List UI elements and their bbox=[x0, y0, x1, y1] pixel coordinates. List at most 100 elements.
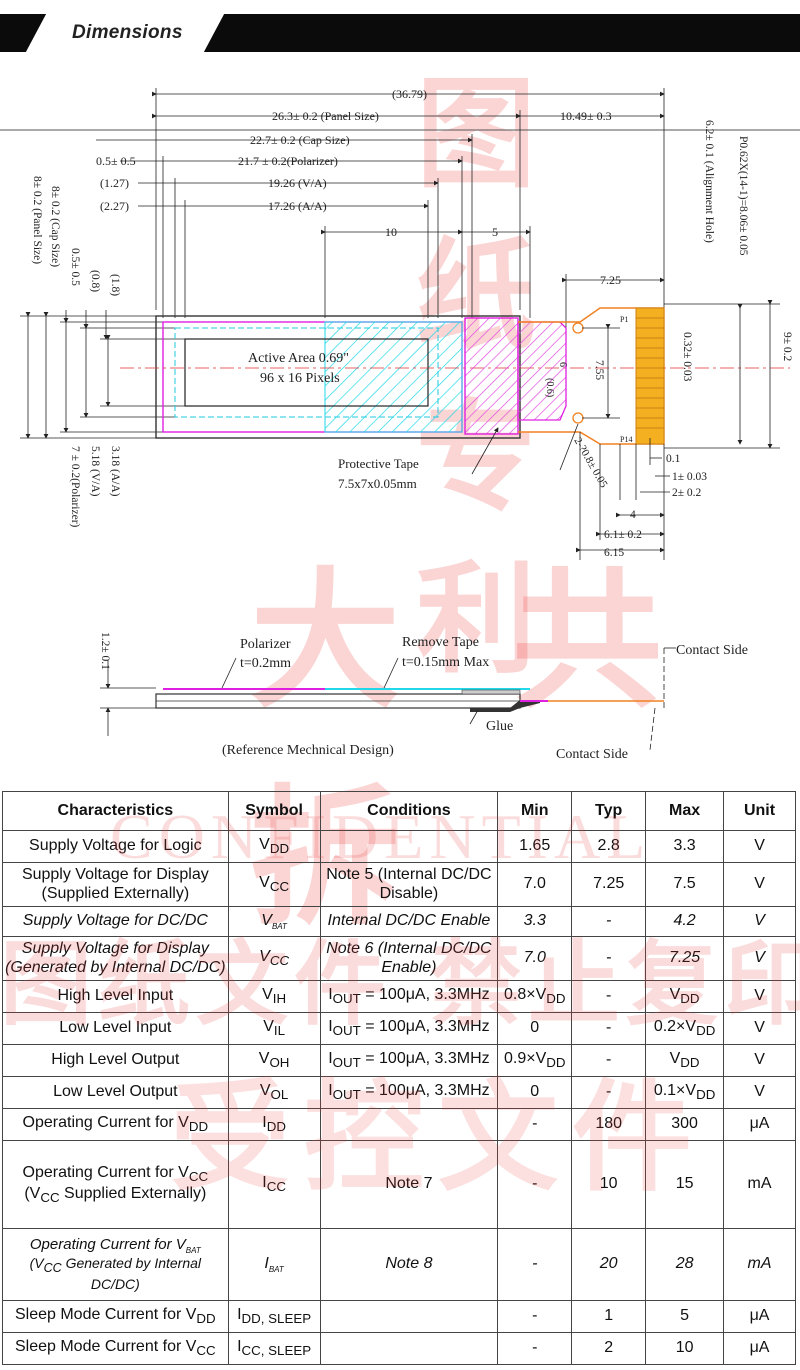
cell-cond: IOUT = 100μA, 3.3MHz bbox=[319, 980, 499, 1013]
cell-cond bbox=[319, 1300, 499, 1333]
active-area-line1: Active Area 0.69" bbox=[248, 351, 349, 366]
dim-left-va: 5.18 (V/A) bbox=[89, 446, 101, 497]
dim-left-pol: 7 ± 0.2(Polarizer) bbox=[69, 446, 81, 528]
dim-fpc: 10.49± 0.3 bbox=[560, 109, 612, 123]
pin-14-label: P14 bbox=[620, 435, 632, 444]
side-polarizer: Polarizer bbox=[240, 637, 291, 652]
cell-typ: 10 bbox=[571, 1140, 647, 1229]
cell-max: 0.1×VDD bbox=[645, 1076, 725, 1109]
dim-6: 6 bbox=[557, 362, 568, 367]
dim-aa-offset: (2.27) bbox=[100, 199, 129, 213]
dim-height: 9± 0.2 bbox=[781, 332, 793, 362]
cell-cond: Internal DC/DC Enable bbox=[319, 906, 499, 937]
table-row: Low Level Output VOL IOUT = 100μA, 3.3MH… bbox=[2, 1076, 796, 1109]
alignment-hole-top bbox=[572, 322, 584, 334]
cell-cond: IOUT = 100μA, 3.3MHz bbox=[319, 1012, 499, 1045]
protective-tape bbox=[464, 317, 519, 435]
dim-pad: 0.32± 0.03 bbox=[681, 332, 693, 382]
dim-615: 6.15 bbox=[604, 547, 624, 559]
side-view: 1.2± 0.1 bbox=[99, 632, 676, 751]
dim-panel: 26.3± 0.2 (Panel Size) bbox=[272, 109, 379, 123]
cell-symbol: IBAT bbox=[227, 1228, 321, 1301]
dim-pol-offset: 0.5± 0.5 bbox=[96, 154, 136, 168]
dim-va-offset: (1.27) bbox=[100, 176, 129, 190]
cell-char: Supply Voltage for Display (Supplied Ext… bbox=[2, 862, 229, 907]
dim-5: 5 bbox=[492, 225, 498, 239]
cell-char: Operating Current for VBAT(VCC Generated… bbox=[2, 1228, 229, 1301]
dim-4: 4 bbox=[630, 509, 636, 521]
cell-char: Supply Voltage for Display (Generated by… bbox=[2, 936, 229, 981]
cell-symbol: VIH bbox=[227, 980, 321, 1013]
table-row: Low Level Input VIL IOUT = 100μA, 3.3MHz… bbox=[2, 1012, 796, 1045]
cell-symbol: VCC bbox=[227, 862, 321, 907]
table-row: Supply Voltage for DC/DC VBAT Internal D… bbox=[2, 906, 796, 937]
table-row: Sleep Mode Current for VDD IDD, SLEEP - … bbox=[2, 1300, 796, 1333]
cell-typ: 180 bbox=[571, 1108, 647, 1141]
cell-symbol: IDD, SLEEP bbox=[227, 1300, 321, 1333]
dim-aa: 17.26 (A/A) bbox=[268, 199, 327, 213]
table-header-row: Characteristics Symbol Conditions Min Ty… bbox=[2, 791, 796, 831]
dim-725: 7.25 bbox=[600, 273, 621, 287]
cell-cond bbox=[319, 830, 499, 863]
header-title: Dimensions bbox=[72, 22, 183, 43]
cell-max: 7.25 bbox=[645, 936, 725, 981]
cell-min: 1.65 bbox=[497, 830, 573, 863]
cell-typ: 2 bbox=[571, 1332, 647, 1365]
cell-max: 4.2 bbox=[645, 906, 725, 937]
side-contact-top: Contact Side bbox=[676, 643, 748, 658]
col-symbol: Symbol bbox=[227, 791, 321, 831]
col-max: Max bbox=[645, 791, 725, 831]
cell-cond: Note 7 bbox=[319, 1140, 499, 1229]
contact-pads bbox=[635, 307, 665, 445]
cell-symbol: IDD bbox=[227, 1108, 321, 1141]
side-contact-bottom: Contact Side bbox=[556, 747, 628, 762]
cell-cond: IOUT = 100μA, 3.3MHz bbox=[319, 1044, 499, 1077]
cell-symbol: ICC bbox=[227, 1140, 321, 1229]
reference-caption: (Reference Mechnical Design) bbox=[222, 743, 394, 758]
protective-tape-line2: 7.5x7x0.05mm bbox=[338, 476, 417, 491]
cyan-hatch bbox=[324, 321, 463, 433]
cell-char: High Level Output bbox=[2, 1044, 229, 1077]
dim-left-cap: 8± 0.2 (Cap Size) bbox=[49, 186, 61, 267]
cell-char: Supply Voltage for DC/DC bbox=[2, 906, 229, 937]
cell-unit: V bbox=[723, 906, 796, 937]
col-characteristics: Characteristics bbox=[2, 791, 229, 831]
col-typ: Typ bbox=[571, 791, 647, 831]
col-conditions: Conditions bbox=[319, 791, 499, 831]
cell-min: - bbox=[497, 1108, 573, 1141]
cell-cond: Note 6 (Internal DC/DC Enable) bbox=[319, 936, 499, 981]
cell-char: Operating Current for VCC(VCC Supplied E… bbox=[2, 1140, 229, 1229]
side-thickness: 1.2± 0.1 bbox=[99, 632, 111, 670]
dim-2: 2± 0.2 bbox=[672, 487, 702, 499]
cell-cond bbox=[319, 1108, 499, 1141]
cell-max: VDD bbox=[645, 1044, 725, 1077]
cell-unit: V bbox=[723, 1076, 796, 1109]
cell-unit: V bbox=[723, 862, 796, 907]
dim-overall: (36.79) bbox=[392, 87, 427, 101]
cell-typ: 20 bbox=[571, 1228, 647, 1301]
cell-unit: V bbox=[723, 936, 796, 981]
cell-min: - bbox=[497, 1140, 573, 1229]
dim-06: (0.6) bbox=[544, 378, 555, 397]
dim-cap: 22.7± 0.2 (Cap Size) bbox=[250, 133, 350, 147]
table-row: Operating Current for VDD IDD - 180 300 … bbox=[2, 1108, 796, 1141]
dim-10: 10 bbox=[385, 225, 397, 239]
cell-unit: μA bbox=[723, 1300, 796, 1333]
cell-unit: mA bbox=[723, 1140, 796, 1229]
cell-max: 5 bbox=[645, 1300, 725, 1333]
cell-min: 0.9×VDD bbox=[497, 1044, 573, 1077]
table-row: Supply Voltage for Display (Supplied Ext… bbox=[2, 862, 796, 907]
cell-char: High Level Input bbox=[2, 980, 229, 1013]
dim-left-aa: 3.18 (A/A) bbox=[109, 446, 121, 497]
cell-unit: μA bbox=[723, 1332, 796, 1365]
table-row: Operating Current for VBAT(VCC Generated… bbox=[2, 1228, 796, 1301]
table-row: Sleep Mode Current for VCC ICC, SLEEP - … bbox=[2, 1332, 796, 1365]
mechanical-drawing: (36.79) 26.3± 0.2 (Panel Size) 10.49± 0.… bbox=[0, 87, 800, 762]
side-remove-tape: Remove Tape bbox=[402, 635, 479, 650]
cell-min: - bbox=[497, 1228, 573, 1301]
cell-symbol: VIL bbox=[227, 1012, 321, 1045]
side-glue: Glue bbox=[486, 719, 513, 734]
dim-755: 7.55 bbox=[593, 360, 605, 380]
cell-char: Sleep Mode Current for VCC bbox=[2, 1332, 229, 1365]
cell-max: 300 bbox=[645, 1108, 725, 1141]
